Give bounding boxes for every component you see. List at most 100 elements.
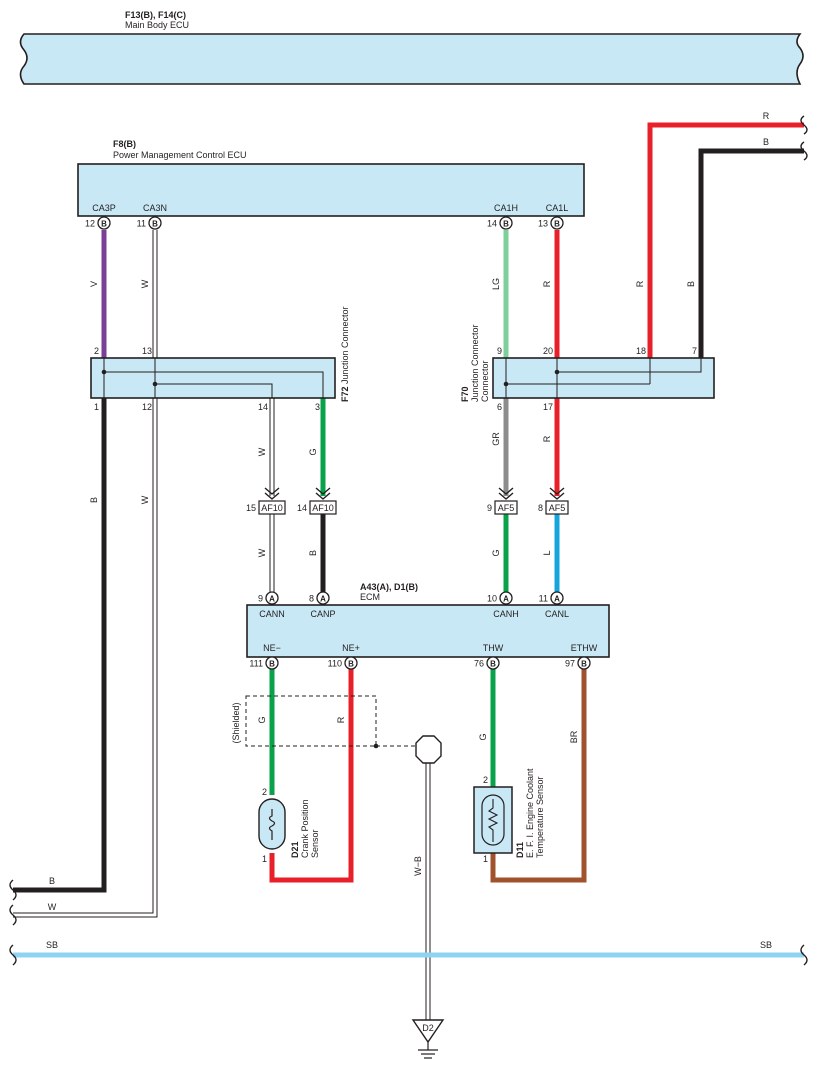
- ecm-pin-11-no: 11: [539, 594, 548, 604]
- ecm-connector: A43(A), D1(B): [360, 582, 418, 592]
- af5-a-label: AF5: [498, 503, 515, 513]
- pmc-pin-13-no: 13: [538, 219, 548, 229]
- wire-f72-1-black: [13, 398, 107, 893]
- f70-pin-17: 17: [543, 402, 553, 412]
- f72-junction-connector: 2 13 1 12 14 3 F72 Junction Connector: [90, 306, 350, 412]
- d21-pin-2: 2: [262, 787, 267, 797]
- wire-labels-upper: V W LG R R B R B: [89, 111, 770, 290]
- pmc-pin-12-conn: B: [101, 220, 107, 229]
- ecm: A43(A), D1(B) ECM A 9 CANN A 8 CANP A 10…: [246, 582, 610, 670]
- af10-b-label: AF10: [312, 503, 334, 513]
- d11-line2: Temperature Sensor: [535, 776, 545, 858]
- d11-pin-1: 1: [483, 854, 488, 864]
- f70-pin-18: 18: [636, 346, 646, 356]
- f72-pin-13: 13: [142, 346, 152, 356]
- af10-a-pin: 15: [246, 503, 256, 513]
- wire-ethw-brown: [490, 668, 587, 883]
- wires: [13, 122, 804, 1020]
- d21-line2: Sensor: [310, 829, 320, 858]
- ecm-pin-8-no: 8: [309, 594, 314, 604]
- d11-code: D11: [515, 842, 525, 858]
- f72-pin-12: 12: [142, 402, 152, 412]
- wire-red-external: [647, 122, 804, 358]
- af10-b-pin: 14: [297, 503, 307, 513]
- ecm-term-ne-plus: NE+: [342, 643, 360, 653]
- d21-line1: Crank Position: [300, 799, 310, 858]
- shielded-label: (Shielded): [231, 702, 241, 743]
- f72-name: Junction Connector: [340, 306, 350, 384]
- label-af15: W: [257, 548, 267, 557]
- ecm-name: ECM: [360, 592, 380, 602]
- ecm-pin-9-conn: A: [269, 595, 275, 604]
- label-f72-1: B: [89, 497, 99, 503]
- label-f70-17: R: [542, 435, 552, 442]
- f70-pin-20: 20: [543, 346, 553, 356]
- ecm-term-ethw: ETHW: [571, 643, 598, 653]
- pmc-term-ca3n: CA3N: [143, 203, 167, 213]
- f70-name-line2: Connector: [480, 360, 490, 402]
- label-f72-12: W: [140, 495, 150, 504]
- wire-black-external: [698, 148, 804, 358]
- shielded-region: (Shielded): [231, 695, 417, 749]
- ecm-pin-76-no: 76: [474, 659, 484, 669]
- pmc-term-ca1l: CA1L: [546, 203, 569, 213]
- label-b-in: B: [763, 137, 769, 147]
- pmc-pin-12-no: 12: [85, 219, 95, 229]
- wire-ne-plus-red: [269, 668, 354, 883]
- d21-pin-1: 1: [262, 854, 267, 864]
- main-body-ecu-name: Main Body ECU: [125, 20, 189, 30]
- wire-labels-lower: G R G BR W−B B W SB SB: [46, 716, 772, 950]
- ecm-pin-110-conn: B: [348, 660, 354, 669]
- label-b-f70: B: [686, 281, 696, 287]
- af5-b-label: AF5: [549, 503, 566, 513]
- label-sb-right: SB: [760, 940, 772, 950]
- ecm-pin-111-no: 111: [249, 659, 263, 669]
- f70-pin-6: 6: [497, 402, 502, 412]
- f72-pin-14: 14: [258, 402, 268, 412]
- f72-pin-2: 2: [94, 346, 99, 356]
- f70-junction-connector: 9 20 18 7 6 17 F70 Junction Connector Co…: [460, 324, 715, 412]
- af5-b-pin: 8: [538, 503, 543, 513]
- label-f70-6: GR: [491, 432, 501, 446]
- label-ground: W−B: [413, 856, 423, 876]
- pmc-pin-13-conn: B: [554, 220, 560, 229]
- ecm-pin-8-conn: A: [320, 595, 326, 604]
- ecm-pin-10-conn: A: [503, 595, 509, 604]
- ecm-pin-11-conn: A: [554, 595, 560, 604]
- f70-pin-7: 7: [692, 346, 697, 356]
- label-sb-left: SB: [46, 940, 58, 950]
- pmc-pin-11-no: 11: [137, 219, 146, 229]
- wire-labels-middle: B W W G W B GR R G L: [89, 432, 552, 558]
- ecm-term-ne-minus: NE−: [263, 643, 281, 653]
- f72-code: F72: [340, 386, 350, 402]
- af5-a-pin: 9: [487, 503, 492, 513]
- ecm-pin-97-conn: B: [581, 660, 587, 669]
- ecm-term-canp: CANP: [310, 609, 335, 619]
- pmc-ecu-name: Power Management Control ECU: [113, 150, 247, 160]
- label-af9: G: [491, 549, 501, 556]
- pmc-term-ca3p: CA3P: [92, 203, 116, 213]
- af-connectors: AF10 15 AF10 14 AF5 9 AF5 8: [246, 487, 569, 515]
- pmc-pin-11-conn: B: [152, 220, 158, 229]
- ecm-term-thw: THW: [483, 643, 504, 653]
- ecm-pin-9-no: 9: [258, 594, 263, 604]
- label-f72-14: W: [257, 447, 267, 456]
- f70-name: Junction Connector: [470, 324, 480, 402]
- f70-pin-9: 9: [497, 346, 502, 356]
- d21-crank-position-sensor: 2 1 D21 Crank Position Sensor: [258, 787, 320, 864]
- d11-line1: E. F. I. Engine Coolant: [525, 768, 535, 858]
- main-body-ecu-connector: F13(B), F14(C): [125, 10, 186, 20]
- label-ne-plus: R: [336, 716, 346, 723]
- label-ethw: BR: [569, 730, 579, 743]
- label-bottom-b: B: [49, 876, 55, 886]
- ecm-term-cann: CANN: [259, 609, 285, 619]
- ecm-term-canh: CANH: [493, 609, 519, 619]
- f72-pin-1: 1: [94, 402, 99, 412]
- label-ca3n: W: [140, 279, 150, 288]
- main-body-ecu: F13(B), F14(C) Main Body ECU: [19, 10, 804, 85]
- d21-code: D21: [290, 841, 300, 858]
- pmc-pin-14-no: 14: [487, 219, 497, 229]
- label-ca3p: V: [89, 281, 99, 287]
- wire-f72-12-white: [13, 398, 158, 918]
- ecm-pin-76-conn: B: [490, 660, 496, 669]
